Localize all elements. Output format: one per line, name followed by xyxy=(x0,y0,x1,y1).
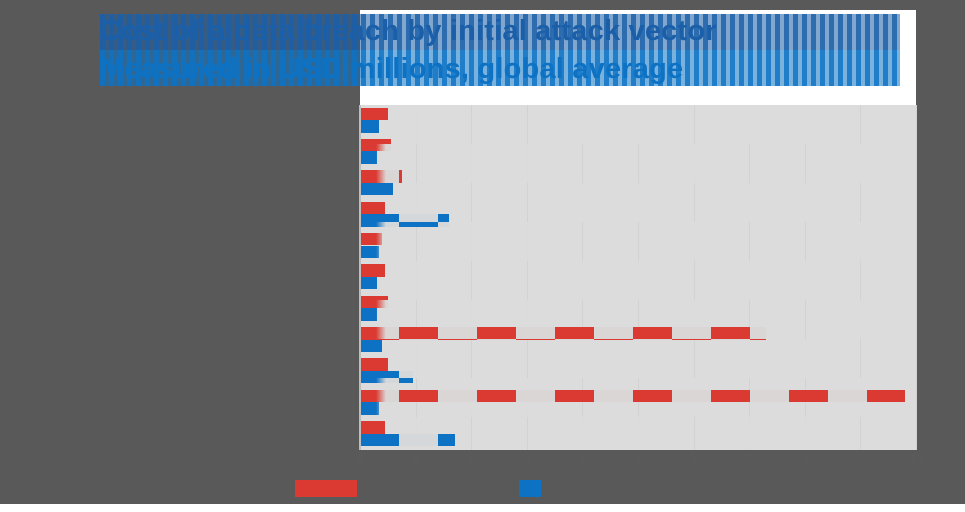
legend-item-average-cost[interactable]: Average cost xyxy=(295,479,433,497)
x-axis-tick-label: 1 xyxy=(412,452,419,466)
y-axis-label: Category 3 xyxy=(296,175,355,190)
bar-row xyxy=(360,168,916,199)
bar-row xyxy=(360,262,916,293)
bar-row xyxy=(360,230,916,261)
blue-swatch-icon xyxy=(518,479,541,497)
plot-area xyxy=(360,105,917,450)
bar-average-cost[interactable] xyxy=(360,389,905,403)
bar-row xyxy=(360,293,916,324)
bar-average-cost[interactable] xyxy=(360,201,386,215)
x-axis-tick-label: 5 xyxy=(634,452,642,466)
bar-frequency[interactable] xyxy=(360,339,383,353)
y-axis-label: Category 8 xyxy=(296,332,355,347)
bar-average-cost[interactable] xyxy=(360,138,391,152)
x-axis-tick-label: 0 xyxy=(356,452,364,466)
bar-row xyxy=(360,356,916,387)
bar-row xyxy=(360,199,916,230)
y-axis-label: Category 11 xyxy=(290,426,355,441)
red-swatch-icon xyxy=(295,479,357,497)
legend-item-frequency[interactable]: Frequency xyxy=(518,479,604,497)
bar-average-cost[interactable] xyxy=(360,232,383,246)
x-axis-tick-label: 7 xyxy=(745,452,753,466)
bar-row xyxy=(360,136,916,167)
chart-title-line-2: Measured in USD millions, global average xyxy=(100,50,900,86)
obscuring-mask-bottom xyxy=(0,450,965,504)
bar-average-cost[interactable] xyxy=(360,327,766,340)
bar-frequency[interactable] xyxy=(360,370,413,384)
y-axis-label: Category 2 xyxy=(296,144,355,159)
bar-frequency[interactable] xyxy=(360,245,380,259)
bar-row xyxy=(360,387,916,418)
bar-frequency[interactable] xyxy=(360,276,377,290)
x-axis-tick-label: 2 xyxy=(467,452,475,466)
y-axis-label: Category 5 xyxy=(296,238,355,253)
bar-row xyxy=(360,105,916,136)
y-axis-label: Category 10 xyxy=(289,394,355,409)
bar-frequency[interactable] xyxy=(360,214,449,227)
bar-frequency[interactable] xyxy=(360,182,394,196)
gridline xyxy=(916,105,917,450)
chart-title: Cost of a data breach by initial attack … xyxy=(100,14,900,98)
chart-title-line-1: Cost of a data breach by initial attack … xyxy=(100,14,900,50)
bar-average-cost[interactable] xyxy=(360,358,388,371)
legend-label-average-cost: Average cost xyxy=(363,481,433,495)
chart-legend: Average cost Frequency xyxy=(295,478,604,498)
bar-row xyxy=(360,419,916,450)
obscuring-mask-right xyxy=(916,8,965,504)
chart-title-line-2-text: Measured in USD millions, global average xyxy=(100,53,684,85)
y-axis-label: Category 1 xyxy=(296,112,355,127)
x-axis-tick-label: 3 xyxy=(523,452,531,466)
y-axis-line xyxy=(359,105,361,450)
chart-title-line-1-text: Cost of a data breach by initial attack … xyxy=(100,15,717,47)
x-axis-tick-label: 4 xyxy=(579,452,586,466)
x-axis-tick-label: 8 xyxy=(801,452,809,466)
bar-frequency[interactable] xyxy=(360,433,455,447)
obscuring-mask-top xyxy=(0,0,965,10)
y-axis-label: Category 9 xyxy=(296,363,355,378)
x-axis-tick-label: 9 xyxy=(857,452,864,466)
x-axis-tick-label: 10 xyxy=(909,452,923,466)
bar-frequency[interactable] xyxy=(360,402,380,415)
x-axis-tick-labels: 0 1 2 3 4 5 6 7 8 9 10 xyxy=(356,452,923,470)
y-axis-label: Category 4 xyxy=(296,206,355,221)
y-axis-labels: Category 1 Category 2 Category 3 Category 4… xyxy=(60,105,355,450)
bar-frequency[interactable] xyxy=(360,308,377,321)
bar-row xyxy=(360,325,916,356)
bar-frequency[interactable] xyxy=(360,151,377,164)
bar-average-cost[interactable] xyxy=(360,264,386,277)
bar-average-cost[interactable] xyxy=(360,421,386,434)
bar-frequency[interactable] xyxy=(360,120,380,133)
bar-average-cost[interactable] xyxy=(360,107,388,121)
y-axis-label: Category 7 xyxy=(296,300,355,315)
obscuring-mask-left xyxy=(0,8,360,504)
y-axis-label: Category 6 xyxy=(296,269,355,284)
x-axis-tick-label: 6 xyxy=(690,452,697,466)
legend-label-frequency: Frequency xyxy=(546,481,604,495)
bar-average-cost[interactable] xyxy=(360,170,402,183)
bar-average-cost[interactable] xyxy=(360,295,388,309)
